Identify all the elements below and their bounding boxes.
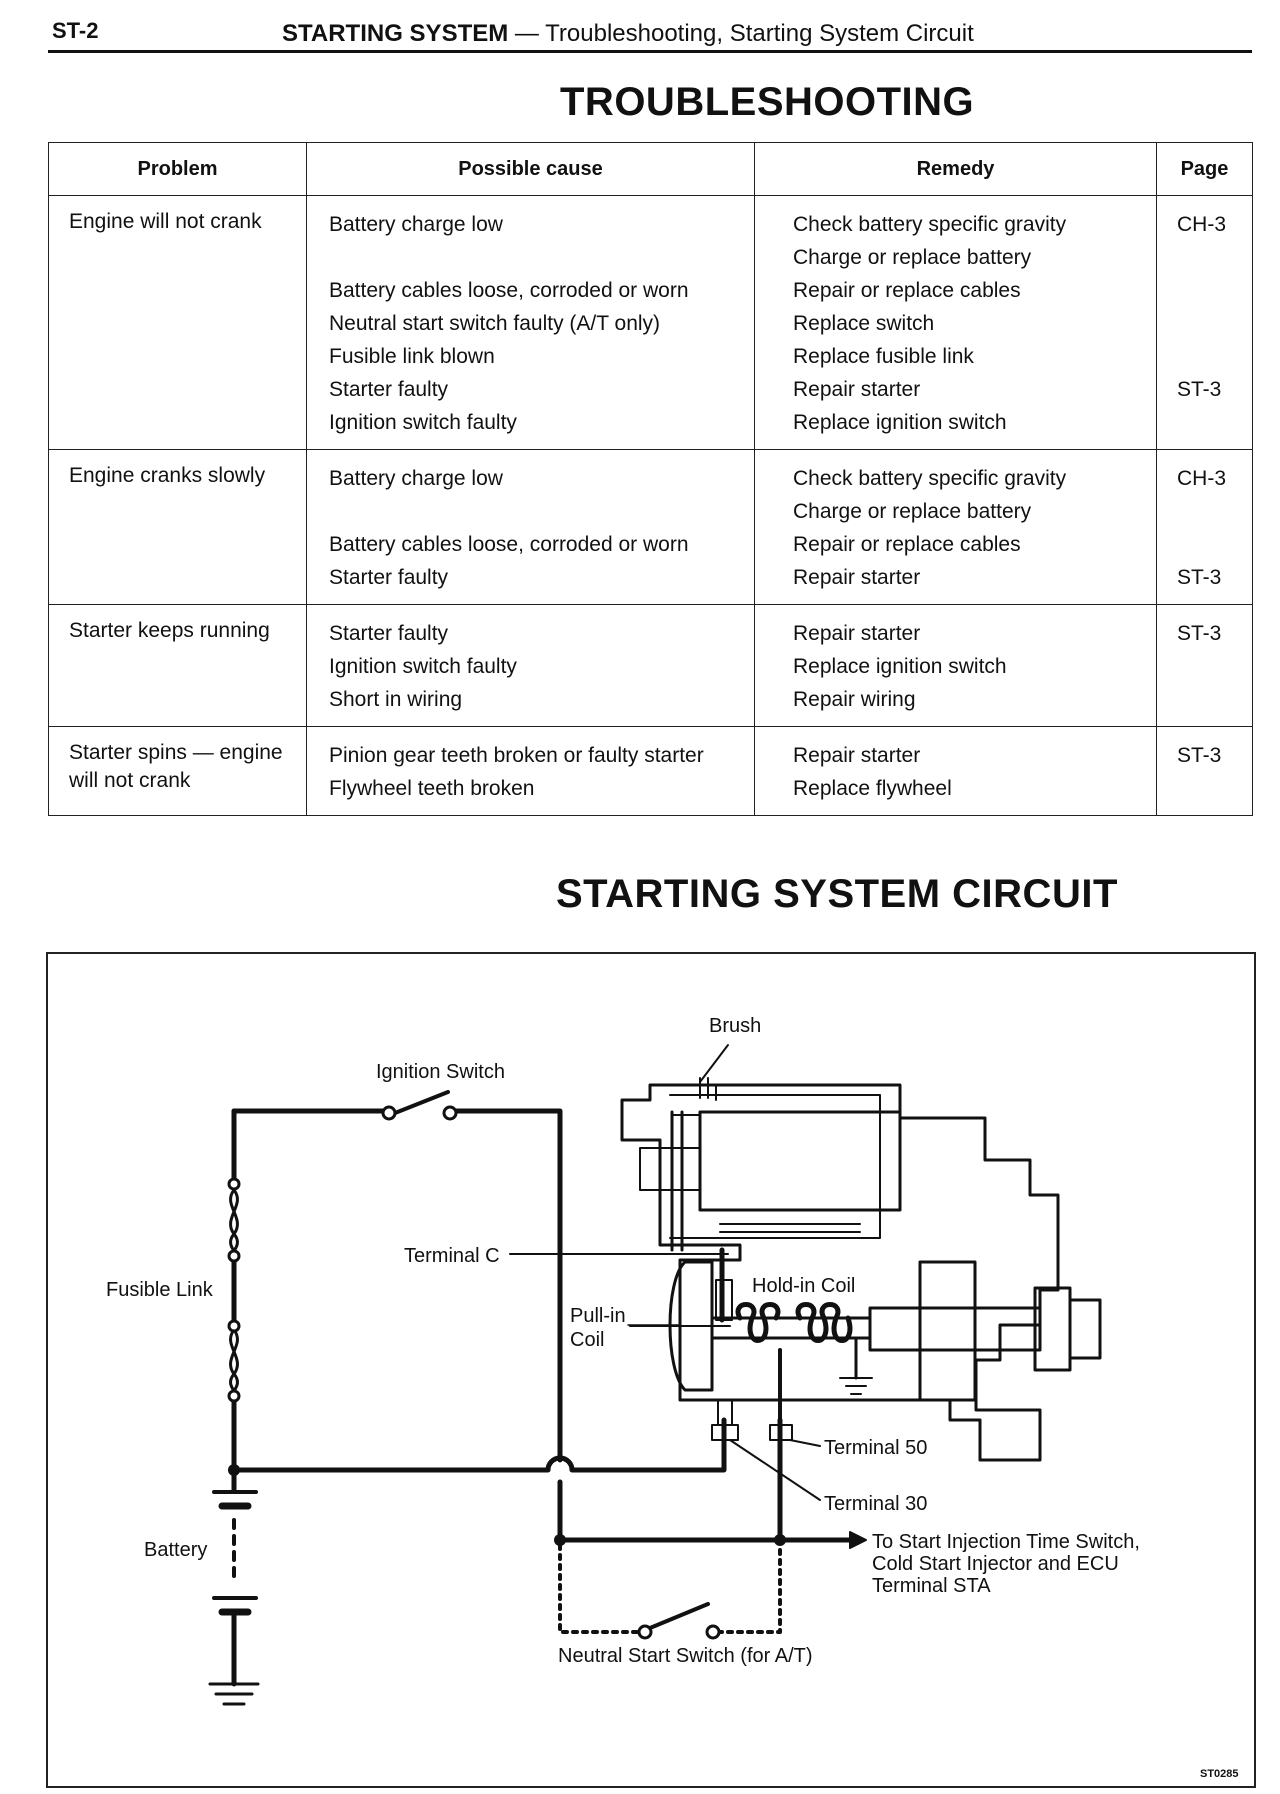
pages-cell: ST-3 (1156, 726, 1253, 816)
column-header: Page (1156, 142, 1253, 196)
header-rule (48, 50, 1252, 53)
table-row: Starter spins — engine will not crank Pin… (48, 726, 1253, 816)
circuit-title: STARTING SYSTEM CIRCUIT (556, 872, 1118, 916)
cause-line: Battery cables loose, corroded or worn (329, 279, 689, 302)
cause-line: Fusible link blown (329, 345, 495, 368)
page-ref: CH-3 (1177, 467, 1227, 490)
remedy-line: Check battery specific gravity (793, 213, 1067, 236)
terminal-50-label: Terminal 50 (824, 1437, 927, 1459)
page-number: ST-2 (52, 18, 99, 43)
cause-line: Neutral start switch faulty (A/T only) (329, 312, 661, 335)
to-start-label-3: Terminal STA (872, 1575, 991, 1597)
neutral-start-switch-label: Neutral Start Switch (for A/T) (558, 1645, 813, 1667)
cause-line: Ignition switch faulty (329, 411, 517, 434)
remedy-line: Repair wiring (793, 688, 916, 711)
problem-cell: Engine will not crank (48, 195, 307, 450)
section-name: STARTING SYSTEM (282, 20, 509, 47)
cause-line: Short in wiring (329, 688, 463, 711)
problem-cell: Engine cranks slowly (48, 449, 307, 605)
fusible-link-label: Fusible Link (106, 1279, 214, 1301)
column-header: Problem (48, 142, 307, 196)
column-header: Remedy (754, 142, 1157, 196)
remedy-line: Replace fusible link (793, 345, 974, 368)
cause-line: Battery cables loose, corroded or worn (329, 533, 689, 556)
cause-line: Ignition switch faulty (329, 655, 517, 678)
problem-text: Starter keeps running (69, 619, 270, 642)
problem-cell: Starter spins — engine will not crank (48, 726, 307, 816)
page-ref: ST-3 (1177, 566, 1222, 589)
table-header-row: Problem Possible cause Remedy Page (48, 142, 1253, 196)
page-ref: ST-3 (1177, 378, 1222, 401)
brush-label: Brush (709, 1015, 761, 1037)
cause-line: Flywheel teeth broken (329, 777, 535, 800)
problem-text: Starter spins — engine will not crank (69, 741, 283, 792)
remedy-line: Repair or replace cables (793, 533, 1021, 556)
cause-line: Battery charge low (329, 467, 503, 490)
cause-line: Starter faulty (329, 622, 449, 645)
battery-label: Battery (144, 1539, 207, 1561)
ignition-switch-label: Ignition Switch (376, 1061, 505, 1083)
column-header: Possible cause (306, 142, 755, 196)
remedy-line: Repair starter (793, 378, 921, 401)
problem-cell: Starter keeps running (48, 604, 307, 727)
to-start-label-2: Cold Start Injector and ECU (872, 1553, 1119, 1575)
to-start-label-1: To Start Injection Time Switch, (872, 1531, 1140, 1553)
remedy-line: Replace switch (793, 312, 935, 335)
remedy-line: Check battery specific gravity (793, 467, 1067, 490)
problem-text: Engine will not crank (69, 210, 262, 233)
cause-line: Starter faulty (329, 566, 449, 589)
pull-in-coil-label-1: Pull-in (570, 1305, 626, 1327)
remedy-line: Repair starter (793, 566, 921, 589)
pull-in-coil-label-2: Coil (570, 1329, 604, 1351)
pages-cell: ST-3 (1156, 604, 1253, 727)
terminal-30-label: Terminal 30 (824, 1493, 927, 1515)
terminal-c-label: Terminal C (404, 1245, 500, 1267)
remedy-line: Repair or replace cables (793, 279, 1021, 302)
section-subtitle: — Troubleshooting, Starting System Circu… (514, 20, 974, 47)
causes-cell: Pinion gear teeth broken or faulty start… (306, 726, 755, 816)
remedy-line: Charge or replace battery (793, 500, 1032, 523)
cause-line: Starter faulty (329, 378, 449, 401)
cause-line: Pinion gear teeth broken or faulty start… (329, 744, 704, 767)
troubleshooting-table: Problem Possible cause Remedy Page Engin… (48, 142, 1253, 816)
page-ref: ST-3 (1177, 744, 1222, 767)
running-header: STARTING SYSTEM — Troubleshooting, Start… (282, 20, 974, 48)
page-ref: CH-3 (1177, 213, 1227, 236)
remedy-line: Charge or replace battery (793, 246, 1032, 269)
remedy-line: Replace ignition switch (793, 655, 1007, 678)
remedy-line: Replace flywheel (793, 777, 952, 800)
remedy-line: Repair starter (793, 622, 921, 645)
page-ref: ST-3 (1177, 622, 1222, 645)
hold-in-coil-label: Hold-in Coil (752, 1275, 855, 1297)
circuit-diagram-frame (46, 952, 1256, 1788)
remedy-line: Replace ignition switch (793, 411, 1007, 434)
remedy-line: Repair starter (793, 744, 921, 767)
troubleshooting-title: TROUBLESHOOTING (560, 80, 975, 124)
cause-line: Battery charge low (329, 213, 503, 236)
figure-code: ST0285 (1200, 1768, 1239, 1780)
problem-text: Engine cranks slowly (69, 464, 266, 487)
